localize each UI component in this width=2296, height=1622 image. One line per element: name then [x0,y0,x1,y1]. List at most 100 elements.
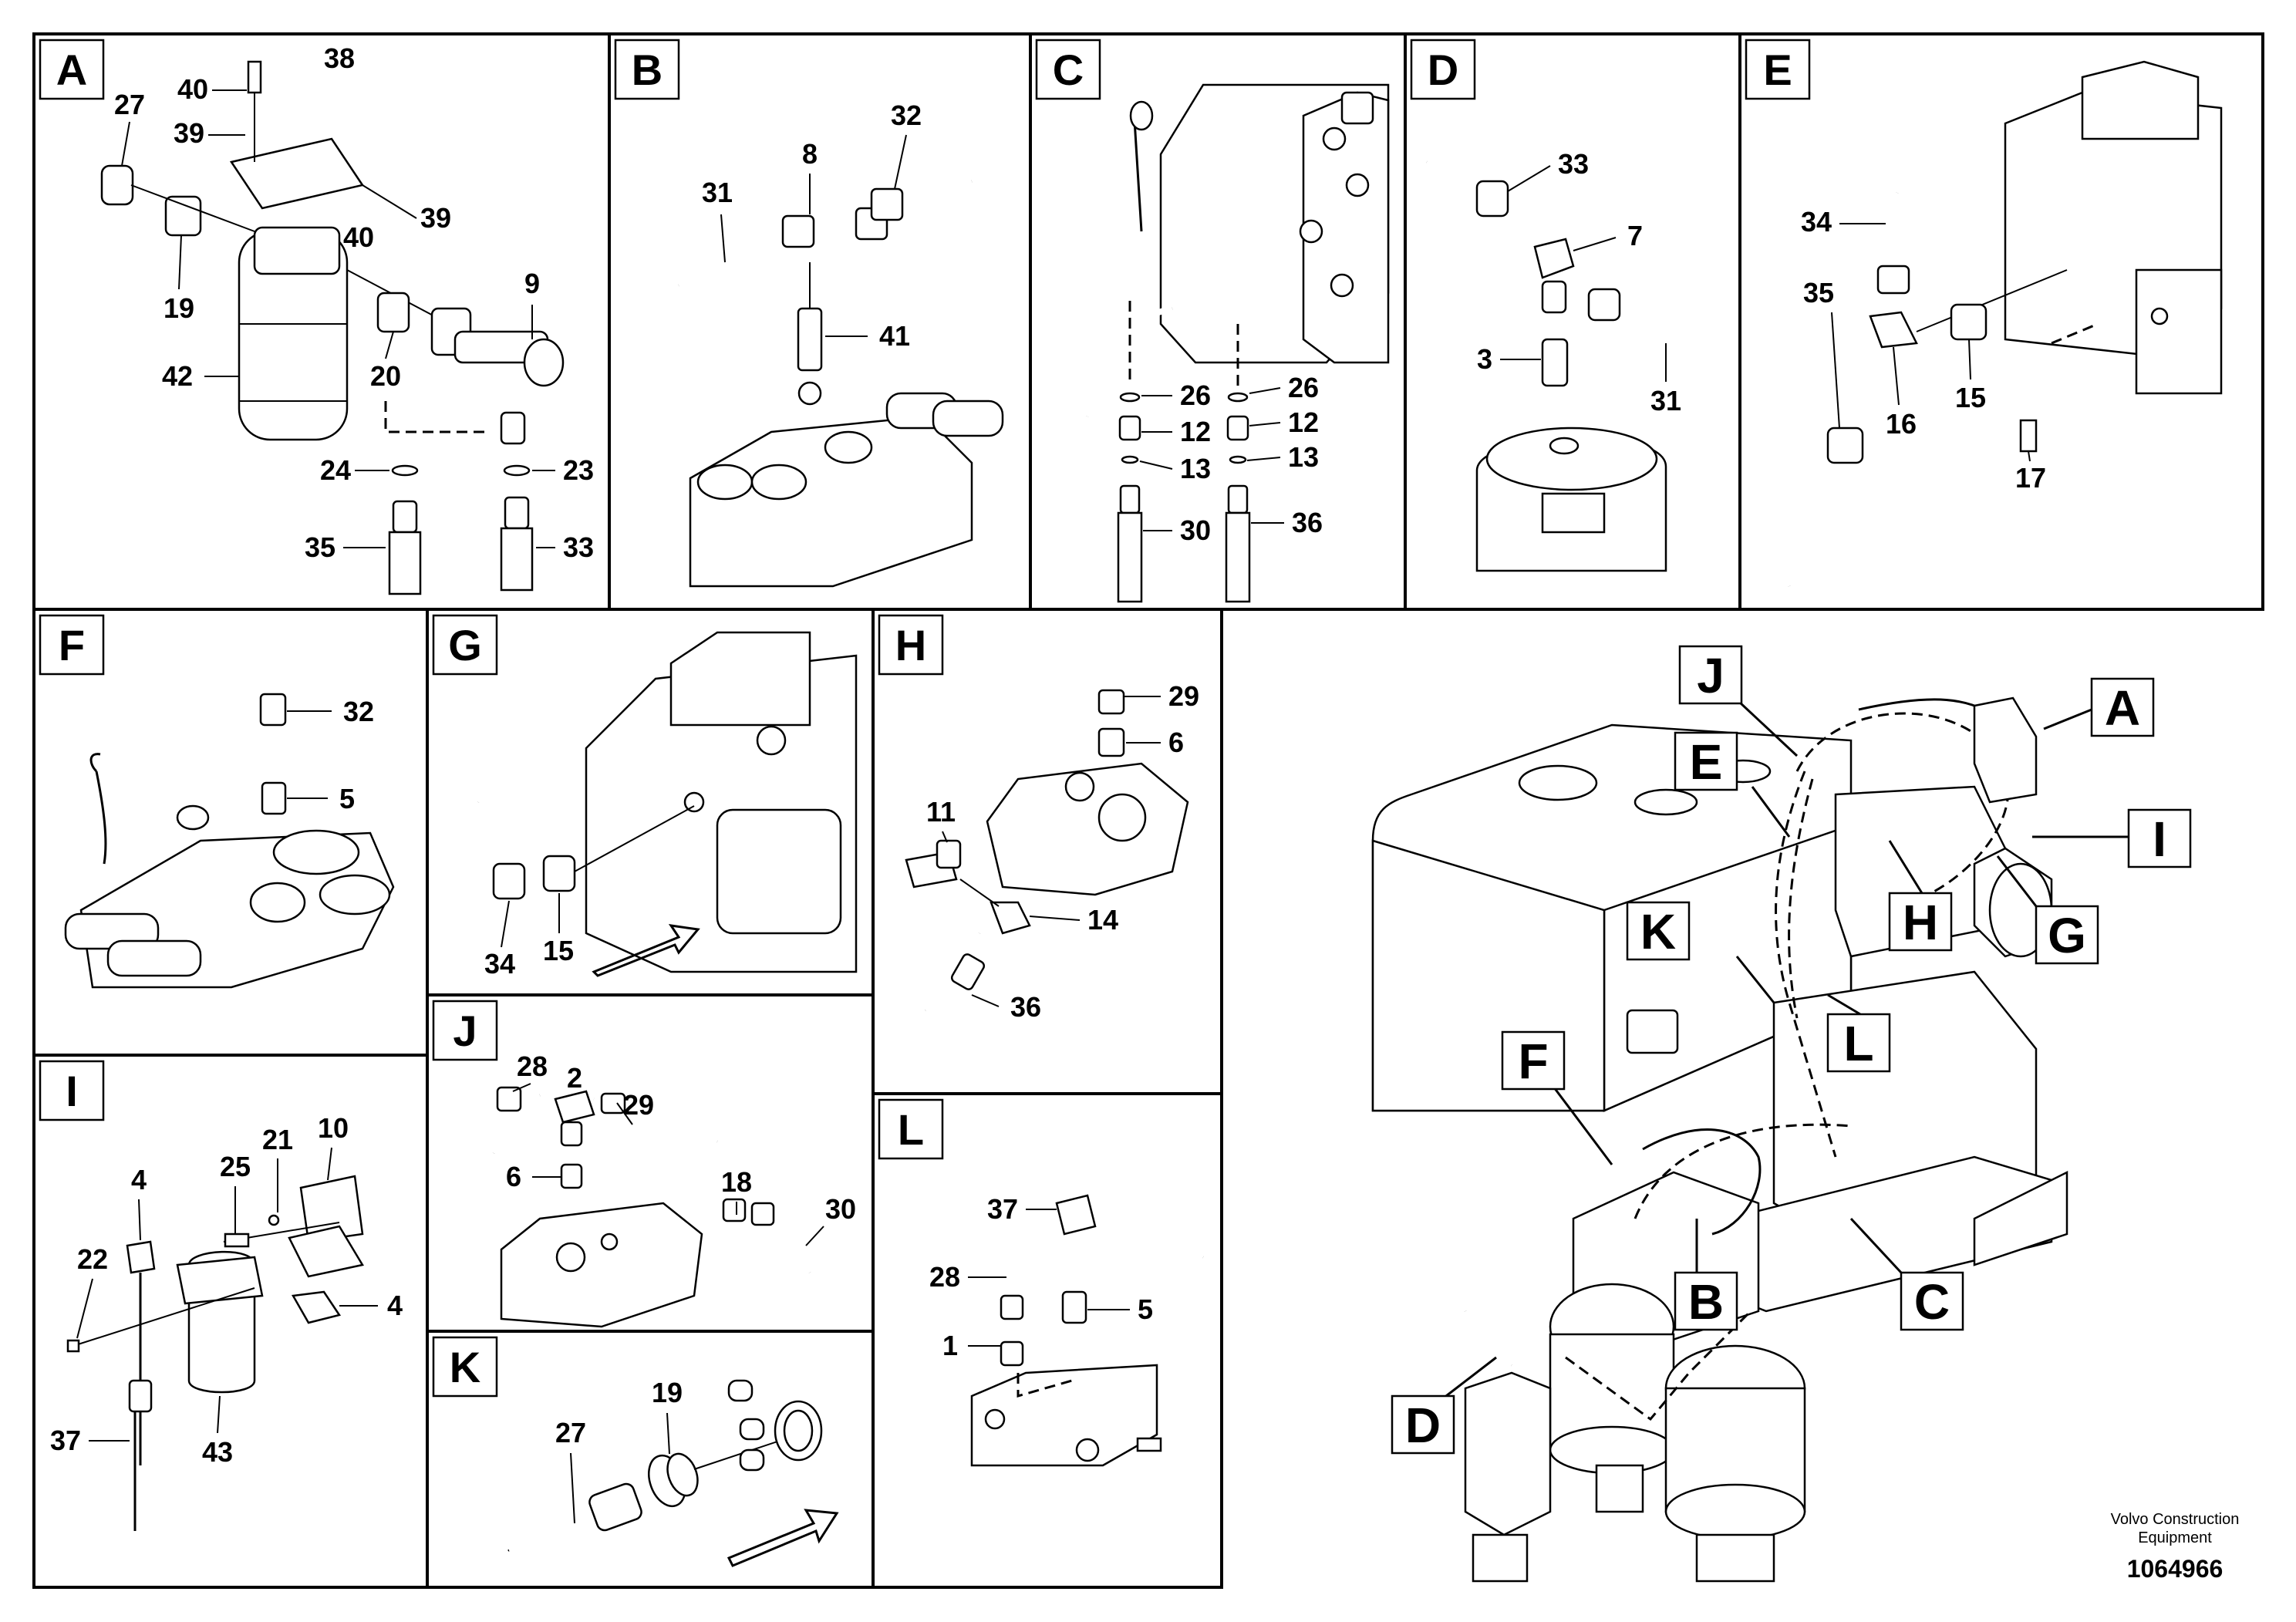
callout: 43 [202,1436,233,1468]
callout: 35 [305,531,335,563]
callout: 24 [320,454,351,486]
footer: Volvo Construction Equipment 1064966 [2111,1511,2240,1583]
callout: 23 [563,454,594,486]
overview-label-l: L [1826,1013,1891,1073]
svg-text:I: I [66,1067,78,1115]
overview-label-j: J [1678,645,1743,705]
panel-b-drawing [676,178,1004,588]
overview-label-g: G [2035,905,2099,965]
callout: 8 [802,138,818,170]
panel-a-drawing [55,60,565,595]
company-name-line2: Equipment [2138,1529,2212,1546]
panel-b-letter: B [614,39,680,100]
callout: 6 [1168,727,1184,758]
callout: 31 [1650,385,1681,416]
svg-text:E: E [1763,46,1792,94]
svg-text:L: L [898,1105,924,1154]
callout: 30 [825,1193,856,1225]
panel-c-drawing [1084,83,1390,603]
panel-frames [32,32,2264,1589]
svg-text:C: C [1914,1274,1950,1330]
callout: 27 [114,89,145,120]
callout: 37 [50,1425,81,1456]
callout: 26 [1180,379,1211,411]
svg-text:E: E [1690,734,1723,790]
callout: 4 [387,1290,403,1321]
panel-g-callouts: 34 15 [484,893,574,980]
overview-callouts: J E A I K H G L F B C D [1391,645,2192,1455]
callout: 39 [174,117,204,149]
callout: 32 [343,696,374,727]
panel-l-callouts: 37 28 5 1 [929,1193,1153,1361]
callout: 31 [702,177,733,208]
svg-text:B: B [1688,1274,1724,1330]
panel-j-drawing [491,1086,813,1328]
callout: 28 [929,1261,960,1293]
panel-k-callouts: 19 27 [555,1377,683,1524]
svg-text:G: G [2048,908,2086,963]
panel-i-callouts: 21 10 25 4 22 4 37 43 [50,1112,403,1468]
panel-i-drawing [66,1175,364,1531]
panel-b-callouts: 32 8 31 41 [702,99,922,352]
panel-c-letter: C [1035,39,1101,100]
callout: 41 [879,320,910,352]
callout: 12 [1288,406,1319,438]
overview-label-e: E [1674,731,1738,791]
panel-g-letter: G [432,614,498,676]
panel-l-letter: L [878,1098,944,1160]
overview-leaders [1445,700,2129,1398]
panel-e-callouts: 34 35 15 16 17 [1801,206,2046,494]
callout: 32 [891,99,922,131]
callout: 16 [1886,408,1917,440]
callout: 7 [1627,220,1643,251]
callout: 12 [1180,416,1211,447]
panel-e-drawing [1774,60,2223,588]
overview-label-k: K [1626,901,1691,961]
overview-label-f: F [1501,1030,1566,1091]
callout: 3 [1477,343,1492,375]
svg-text:F: F [59,621,85,669]
callout: 40 [343,221,374,253]
panel-i-letter: I [39,1060,105,1121]
callout: 26 [1288,372,1319,403]
callout: 36 [1010,991,1041,1023]
svg-text:I: I [2153,811,2166,867]
panel-f-drawing [64,644,395,989]
svg-text:D: D [1428,46,1458,94]
overview-label-i: I [2127,808,2192,868]
company-name: Volvo Construction [2111,1511,2240,1528]
panel-h-drawing [905,676,1189,1013]
svg-text:C: C [1053,46,1084,94]
callout: 14 [1087,904,1118,936]
svg-text:A: A [2105,680,2140,736]
svg-text:L: L [1843,1016,1873,1071]
callout: 37 [987,1193,1018,1225]
callout: 35 [1803,277,1834,309]
callout: 39 [420,202,451,234]
overview-label-b: B [1674,1271,1738,1331]
overview-drawing [1371,696,2068,1583]
callout: 13 [1180,453,1211,484]
callout: 30 [1180,514,1211,546]
panel-h-letter: H [878,614,944,676]
callout: 38 [324,42,355,74]
overview-label-a: A [2090,677,2155,737]
callout: 5 [339,783,355,814]
callout: 6 [506,1161,521,1192]
callout: 10 [318,1112,349,1144]
svg-text:B: B [632,46,663,94]
panel-g-drawing [460,631,858,977]
panel-k-letter: K [432,1336,498,1398]
callout: 28 [517,1050,548,1082]
svg-text:G: G [448,621,482,669]
callout: 5 [1138,1293,1153,1325]
callout: 21 [262,1124,293,1155]
svg-text:K: K [1640,904,1676,959]
callout: 1 [942,1330,958,1361]
overview-label-h: H [1888,892,1953,952]
callout: 19 [164,292,194,324]
callout: 18 [721,1166,752,1198]
panel-letter-boxes: A B C D E F G H I J K L [39,39,1811,1398]
callout: 19 [652,1377,683,1408]
